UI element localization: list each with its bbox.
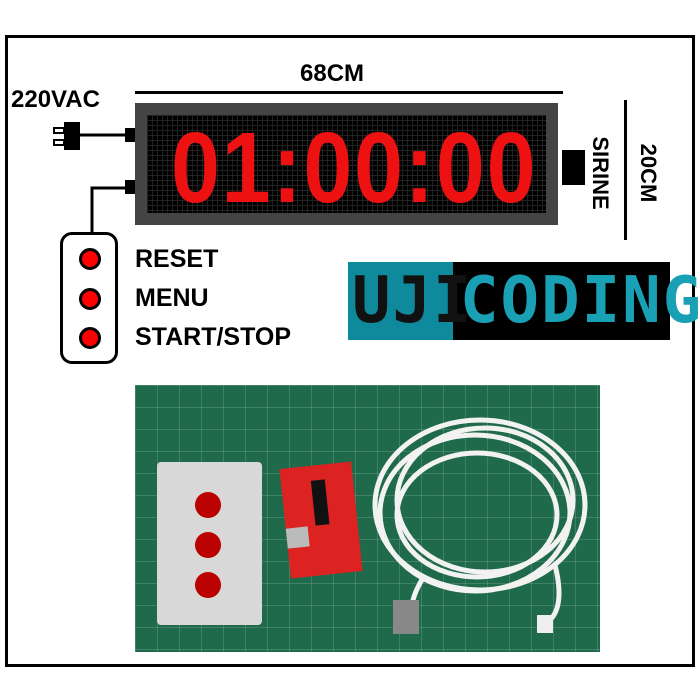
plug-icon bbox=[53, 122, 137, 234]
logo-part2: CODING bbox=[460, 264, 700, 338]
led-timer-display: 01:00:00 bbox=[135, 103, 558, 225]
brand-logo: UJI CODING bbox=[348, 262, 700, 340]
menu-label: MENU bbox=[135, 284, 209, 312]
height-dimension-line bbox=[624, 100, 627, 240]
siren-block bbox=[562, 150, 585, 185]
power-label: 220VAC bbox=[11, 86, 100, 113]
frame-border bbox=[5, 35, 695, 667]
cable-coil bbox=[372, 417, 588, 634]
start-stop-label: START/STOP bbox=[135, 323, 292, 351]
height-label: 20CM bbox=[636, 143, 661, 203]
reset-label: RESET bbox=[135, 245, 219, 273]
width-dimension-line bbox=[135, 91, 563, 94]
display-time: 01:00:00 bbox=[170, 112, 538, 224]
product-photo bbox=[135, 385, 600, 652]
reset-button-icon bbox=[79, 248, 101, 270]
siren-label: SIRINE bbox=[588, 136, 613, 210]
button-box bbox=[60, 232, 118, 364]
logo-part1: UJI bbox=[352, 264, 474, 338]
control-box bbox=[157, 462, 262, 625]
menu-button-icon bbox=[79, 288, 101, 310]
width-label: 68CM bbox=[300, 60, 365, 87]
start-stop-button-icon bbox=[79, 327, 101, 349]
controller-board bbox=[279, 461, 363, 579]
